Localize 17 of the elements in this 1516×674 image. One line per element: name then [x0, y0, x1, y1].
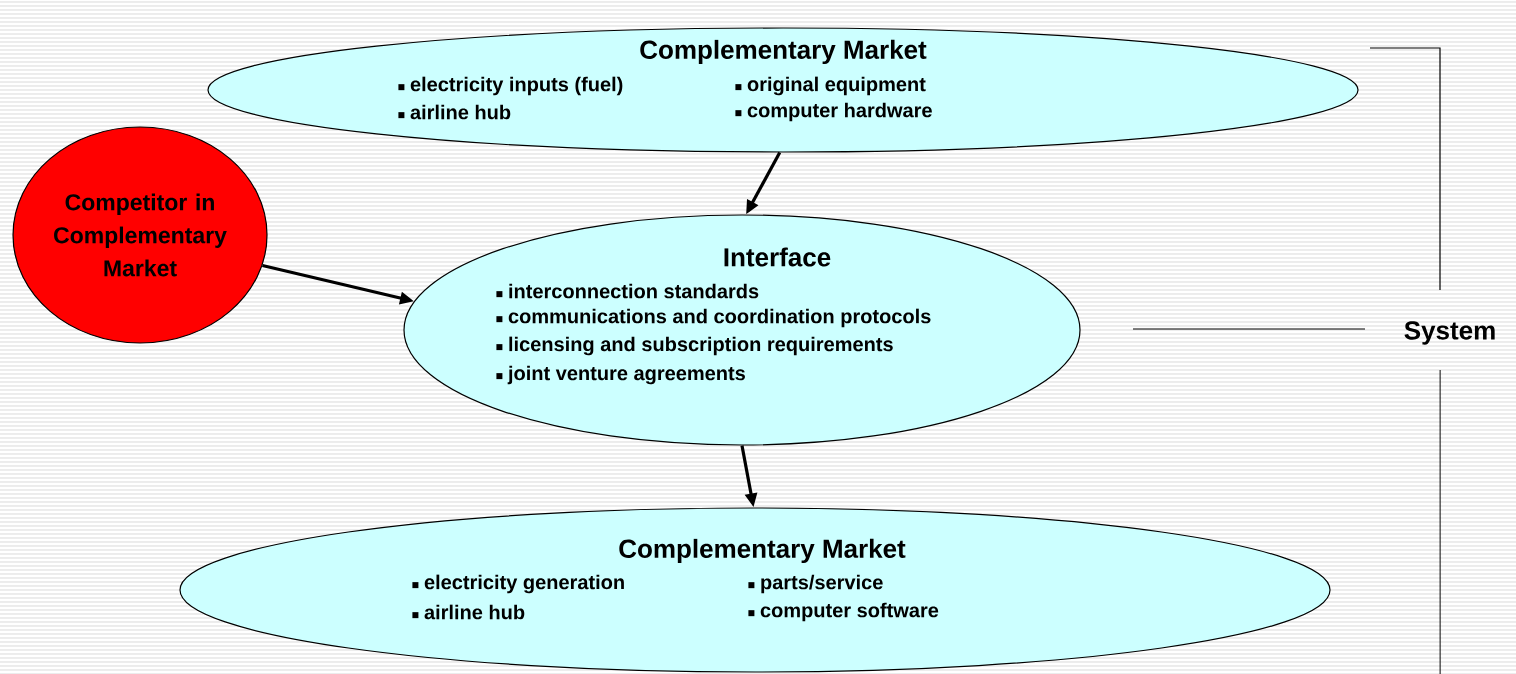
ellipse-heading: Complementary Market — [619, 538, 906, 564]
ellipse-heading: Interface — [724, 247, 831, 267]
bullet-item: airline hub — [412, 604, 525, 620]
ellipse-heading: Complementary Market — [640, 39, 927, 65]
bullet-item: licensing and subscription requirements — [496, 336, 893, 356]
bullet-item: interconnection standards — [496, 283, 759, 299]
bullet-item: electricity generation — [412, 574, 624, 594]
bullet-item: joint venture agreements — [496, 365, 745, 385]
bullet-item: communications and coordination protocols — [496, 308, 931, 328]
bullet-item: original equipment — [735, 76, 926, 96]
bullet-item: airline hub — [398, 104, 511, 120]
bullet-item: parts/service — [748, 574, 883, 594]
bracket-label: System — [1404, 321, 1495, 345]
bullet-item: computer software — [748, 602, 939, 622]
bullet-item: electricity inputs (fuel) — [398, 76, 623, 96]
bullet-item: computer hardware — [735, 102, 932, 122]
circle-label: Competitor in Complementary Market — [54, 193, 227, 277]
